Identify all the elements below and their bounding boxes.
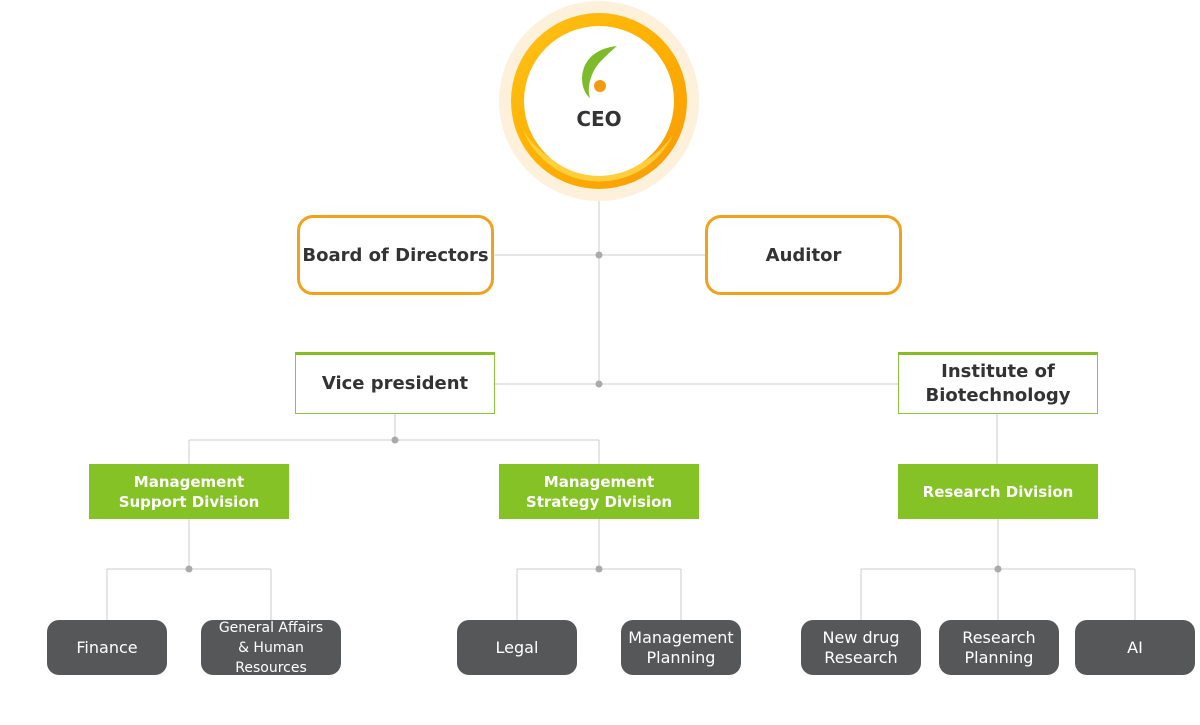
board-of-directors-node: Board of Directors [297, 215, 494, 295]
junction-dot [595, 565, 603, 573]
legal-node: Legal [457, 620, 577, 675]
junction-dot [595, 251, 603, 259]
junction-dot [595, 380, 603, 388]
leaf-logo-icon [582, 46, 617, 98]
research-division-node: Research Division [898, 464, 1098, 519]
vice-president-node: Vice president [295, 352, 495, 414]
ceo-node [499, 1, 699, 201]
management-support-division-node: Management Support Division [89, 464, 289, 519]
ai-node: AI [1075, 620, 1195, 675]
research-planning-node: Research Planning [939, 620, 1059, 675]
junction-dot [185, 565, 193, 573]
junction-dot [994, 565, 1002, 573]
finance-node: Finance [47, 620, 167, 675]
ceo-label: CEO [576, 107, 622, 131]
junction-dot [391, 436, 399, 444]
auditor-node: Auditor [705, 215, 902, 295]
management-strategy-division-node: Management Strategy Division [499, 464, 699, 519]
management-planning-node: Management Planning [621, 620, 741, 675]
general-affairs-node: General Affairs & Human Resources [201, 620, 341, 676]
institute-of-biotechnology-node: Institute of Biotechnology [898, 352, 1098, 414]
new-drug-research-node: New drug Research [801, 620, 921, 675]
